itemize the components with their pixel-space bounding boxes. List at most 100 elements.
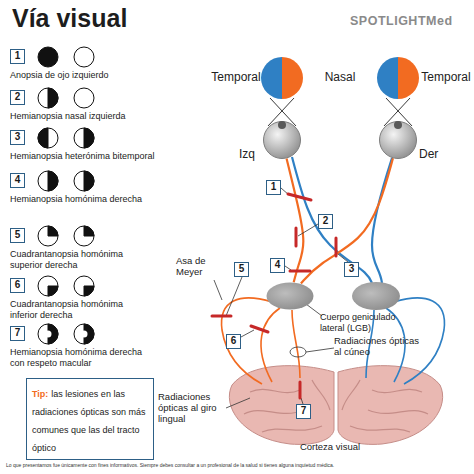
callout-number-box: 4 [270, 258, 285, 273]
field-icon [74, 171, 94, 191]
callout-number: 6 [227, 335, 240, 347]
field-defect [84, 226, 94, 236]
lesion-mark [299, 382, 302, 398]
callout-number-box: 2 [10, 90, 25, 105]
field-icon [38, 226, 58, 246]
leader-line [285, 266, 291, 270]
callout-number: 2 [11, 91, 24, 103]
optic-fiber [301, 158, 393, 283]
visual-cortex [338, 366, 443, 445]
macular-sparing [81, 331, 88, 338]
lesion-mark [251, 326, 268, 332]
lesion-mark [212, 315, 231, 318]
leader-line [226, 277, 242, 316]
field-icon [74, 276, 94, 296]
field-icon [38, 324, 58, 344]
callout-number-box: 7 [296, 404, 311, 419]
pupil [394, 121, 402, 129]
gyrus-line [368, 410, 428, 414]
leader-line [241, 330, 254, 337]
gyrus-line [342, 380, 360, 410]
disclaimer-note: Lo que presentamos fue únicamente con fi… [6, 463, 468, 469]
callout-number-box: 6 [10, 278, 25, 293]
eye-label: Izq [239, 147, 255, 161]
lgb-node: Cuerpo geniculado lateral (LGB) [266, 282, 314, 310]
part-label: Radiaciones ópticas al giro lingual [158, 392, 228, 425]
field-icon [74, 226, 94, 246]
optic-radiation [222, 298, 272, 384]
leader-line [306, 348, 334, 352]
part-label: Asa de Meyer [176, 256, 224, 278]
callout-number: 5 [235, 263, 248, 275]
eye-node: Der [379, 121, 417, 159]
eyeball-shape [379, 121, 417, 159]
field-icon [38, 88, 58, 108]
gyrus-line [244, 410, 304, 414]
callout-number-box: 5 [234, 262, 249, 277]
legend-text: Hemianopsia homónima derecha con respeto… [10, 347, 144, 368]
gyrus-line [262, 426, 322, 432]
callout-number: 4 [11, 174, 24, 186]
optic-fiber [372, 158, 392, 283]
field-icon [38, 276, 58, 296]
field-icon [74, 324, 94, 344]
eyeball [380, 122, 417, 159]
field-icon [38, 128, 58, 148]
callout-number-box: 7 [10, 326, 25, 341]
field-label: Nasal [318, 71, 362, 85]
callout-number-box: 2 [318, 214, 333, 229]
optic-fiber [292, 157, 372, 283]
eye-label: Der [419, 147, 438, 161]
bundle-marker [290, 347, 306, 357]
callout-number-box: 4 [10, 173, 25, 188]
optic-radiation [261, 308, 280, 382]
callout-number-box: 3 [10, 130, 25, 145]
field-icon [74, 47, 94, 67]
callout-number: 3 [11, 131, 24, 143]
visual-field-left [377, 57, 398, 99]
callout-number: 1 [267, 181, 280, 193]
callout-number-box: 5 [10, 228, 25, 243]
part-label: Corteza visual [270, 442, 390, 453]
field-defect [84, 171, 94, 191]
callout-number-box: 3 [344, 262, 359, 277]
callout-number: 7 [297, 405, 310, 417]
legend-text: Cuadrantanopsia homónima superior derech… [10, 249, 136, 270]
lesion-mark [295, 228, 298, 246]
part-label: Cuerpo geniculado lateral (LGB) [320, 312, 400, 333]
callout-number: 6 [11, 279, 24, 291]
lgb-shape [266, 282, 314, 310]
field-icon [38, 171, 58, 191]
gyrus-line [372, 389, 422, 392]
part-label: Radiaciones ópticas al cúneo [334, 336, 426, 358]
gyrus-line [350, 426, 410, 432]
visual-field-right [398, 57, 419, 99]
field-defect [84, 286, 94, 296]
pupil [278, 121, 286, 129]
lesion-mark [288, 194, 311, 200]
callout-number: 1 [11, 50, 24, 62]
legend-text: Cuadrantanopsia homónima inferior derech… [10, 299, 136, 320]
lesion-mark [335, 238, 338, 256]
field-defect [48, 88, 58, 108]
tip-body: las lesiones en las radiaciones ópticas … [32, 389, 146, 453]
page-title: Vía visual [12, 4, 127, 33]
field-defect [48, 286, 58, 296]
visual-cortex [229, 366, 334, 445]
field-label: Temporal [420, 71, 472, 85]
eye-node: Izq [263, 121, 301, 159]
optic-fiber [287, 158, 304, 282]
field-icon [74, 128, 94, 148]
leader-line [338, 254, 348, 262]
visual-field-left [261, 57, 282, 99]
eyeball-shape [263, 121, 301, 159]
optic-radiation [292, 310, 300, 378]
legend-text: Hemianopsia nasal izquierda [10, 111, 180, 122]
callout-number: 3 [345, 263, 358, 275]
callout-number-box: 6 [226, 334, 241, 349]
macular-sparing [45, 331, 52, 338]
lateral-geniculate [267, 283, 314, 310]
gyrus-line [250, 389, 300, 392]
callout-number-box: 1 [266, 180, 281, 195]
